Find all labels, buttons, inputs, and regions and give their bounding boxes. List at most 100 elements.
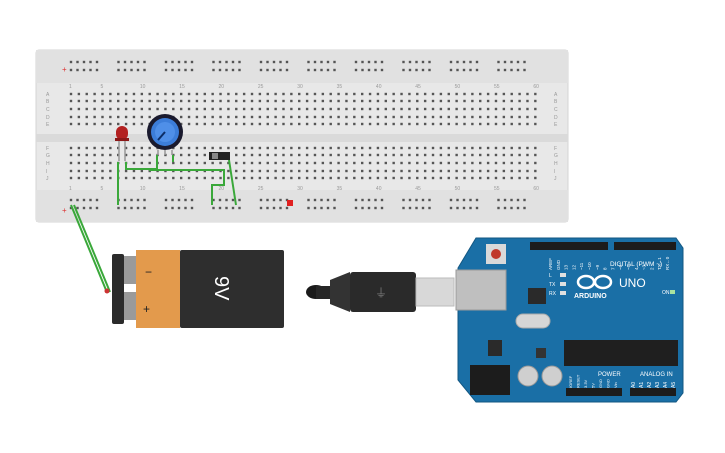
hole [510,99,513,103]
hole [471,169,474,173]
hole [321,122,325,126]
column-label: 5 [100,84,103,90]
battery-terminal-negative [124,256,136,284]
hole [77,107,81,111]
reset-button[interactable] [491,249,501,259]
row-label: C [46,107,50,113]
capacitor-1 [517,365,539,387]
hole [85,153,88,157]
slide-switch[interactable] [209,152,230,160]
hole [463,92,466,96]
rail-hole [123,206,127,210]
hole [235,99,238,103]
board-led [560,273,566,277]
row-label: I [46,169,47,175]
hole [526,146,529,150]
column-label: 35 [337,186,343,192]
hole [187,176,191,180]
hole [77,92,81,96]
hole [321,99,325,103]
hole [179,153,183,157]
led-base [115,138,129,141]
hole [132,153,136,157]
hole [337,153,340,157]
hole [109,161,112,165]
rail-hole [279,206,282,210]
rail-hole [428,206,431,210]
hole [274,161,277,165]
hole [471,153,474,157]
hole [124,169,128,173]
hole [455,169,458,173]
hole [423,176,427,180]
hole [439,99,443,103]
battery-voltage-label: 9V [210,276,232,301]
hole [117,92,120,96]
rail-hole [449,68,453,72]
hole [124,107,128,111]
rail-hole [307,206,310,210]
hole [172,176,175,180]
hole [187,99,191,103]
hole [235,161,238,165]
hole [400,146,403,150]
hole [195,176,199,180]
hole [494,115,498,119]
hole [258,169,262,173]
column-label: 25 [258,186,264,192]
hole [368,107,372,111]
rail-hole [184,198,187,202]
hole [101,153,104,157]
hole [447,153,450,157]
rail-plus-top: + [62,65,67,74]
hole [140,169,144,173]
hole [439,161,443,165]
digital-pin-label: GND [556,259,561,270]
wire-led-to-pot [125,155,158,170]
hole [148,153,151,157]
hole [353,146,356,150]
hole [298,92,301,96]
potentiometer[interactable] [147,114,183,155]
wire-pot-to-switch [149,169,225,205]
hole [290,115,293,119]
row-label: F [46,146,49,152]
battery-9v[interactable]: − + 9V [104,250,285,328]
rail-hole [523,60,526,64]
rail-hole [82,206,86,210]
hole [486,146,490,150]
rail-hole [415,60,418,64]
hole [187,146,191,150]
hole [235,122,238,126]
hole [494,107,498,111]
hole [329,146,332,150]
hole [502,169,506,173]
rail-hole [408,198,412,202]
column-label: 45 [415,186,421,192]
hole [479,122,482,126]
hole [471,115,474,119]
power-pin-label: GND [598,379,603,388]
rail-hole [456,198,459,202]
hole [534,146,537,150]
hole [416,107,419,111]
rail-hole [462,206,466,210]
rail-hole [415,68,418,72]
rail-hole [523,206,526,210]
led-red[interactable] [115,126,129,161]
rail-hole [456,60,459,64]
rail-hole [497,198,500,202]
hole [329,99,332,103]
hole [329,161,332,165]
hole [242,169,246,173]
hole [148,92,151,96]
switch-body [209,152,230,160]
switch-knob [212,153,218,159]
rail-hole [402,206,405,210]
rail-hole [374,68,377,72]
hole [282,122,285,126]
hole [518,169,521,173]
